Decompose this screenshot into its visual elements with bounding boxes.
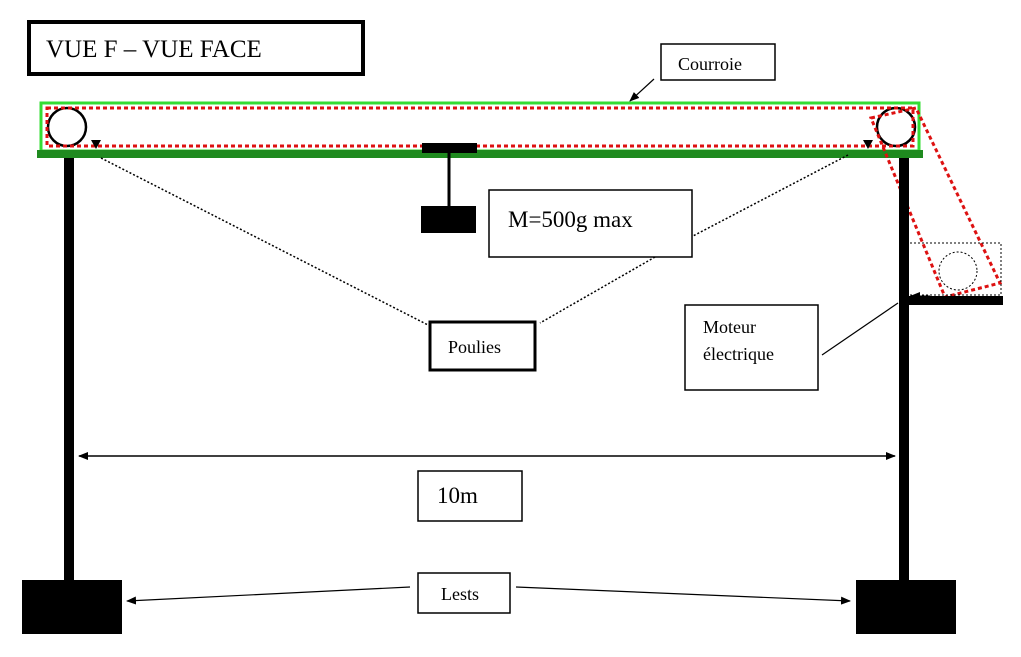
motor-housing <box>905 242 1002 296</box>
motor-belt-path <box>868 106 1003 299</box>
right-pulley-pointer <box>863 140 873 149</box>
belt-label-text: Courroie <box>678 54 742 74</box>
pulleys-label-text: Poulies <box>448 337 501 357</box>
motor-label: Moteur électrique <box>684 302 899 391</box>
motor-leader <box>821 302 899 356</box>
pulleys-leader-right-lower <box>539 256 656 324</box>
ballast-arrow-left <box>126 586 411 605</box>
belt-label: Courroie <box>629 43 776 102</box>
right-post <box>899 158 909 582</box>
belt-leader-arrow <box>629 78 655 102</box>
left-post <box>64 158 74 582</box>
motor-label-line2: électrique <box>703 344 774 364</box>
left-pulley-pointer <box>91 140 101 149</box>
motor-label-line1: Moteur <box>703 317 756 337</box>
pulleys-leader-left <box>100 157 431 327</box>
hanging-mass <box>421 206 476 233</box>
ballast-label-text: Lests <box>441 584 479 604</box>
belt-housing <box>39 101 921 153</box>
mass-label: M=500g max <box>488 189 693 258</box>
span-label-text: 10m <box>437 483 478 508</box>
pulleys-label: Poulies <box>100 154 849 372</box>
pulleys-leader-right-upper <box>692 154 849 237</box>
motor-pulley <box>938 251 978 291</box>
rail <box>37 150 923 158</box>
ballast-label: Lests <box>126 572 851 614</box>
title-box: VUE F – VUE FACE <box>27 20 365 76</box>
belt-path <box>45 106 915 148</box>
right-ballast <box>856 580 956 634</box>
left-ballast <box>22 580 122 634</box>
right-pulley <box>875 106 917 148</box>
motor-shelf <box>906 296 1003 305</box>
left-pulley <box>46 106 88 148</box>
span-label: 10m <box>417 470 523 522</box>
ballast-arrow-right <box>515 586 851 605</box>
mass-label-text: M=500g max <box>508 207 633 232</box>
carriage <box>422 143 477 153</box>
title-text: VUE F – VUE FACE <box>46 36 262 63</box>
